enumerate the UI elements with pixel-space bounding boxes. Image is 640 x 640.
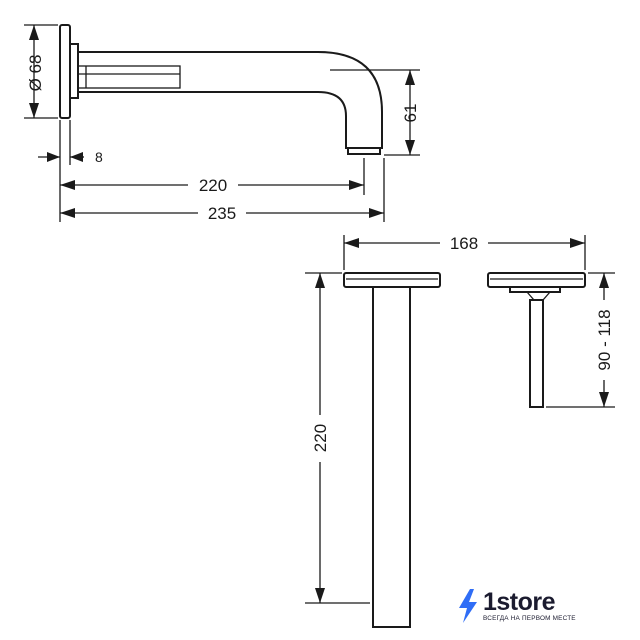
dim-spout-height: 61 [401,70,420,155]
spout-height-label: 61 [401,104,420,123]
dim-body-length: 220 [311,273,330,603]
dim-cover-width: 168 [344,234,585,253]
body-length-label: 220 [311,424,330,452]
dim-install-depth: 90 - 118 [546,272,615,408]
cover-plate-left [343,272,441,288]
spout-outer [78,51,383,149]
logo-tagline: ВСЕГДА НА ПЕРВОМ МЕСТЕ [483,615,576,622]
dim-flange-thickness: 8 [38,149,103,165]
extension-lines-top [24,24,420,222]
cover-width-label: 168 [450,234,478,253]
stem-mount [509,287,561,293]
extension-lines-bottom [305,235,586,604]
dim-overall-projection: 235 [60,204,384,223]
spout-side-view [59,24,383,155]
dim-spout-projection: 220 [60,176,364,195]
dim-flange-diameter: Ø 68 [26,25,45,118]
flange-collar [70,43,79,99]
cover-stem-view [487,272,586,408]
spout-projection-label: 220 [199,176,227,195]
mounting-tube-detail [78,66,180,88]
spout-aerator [347,148,381,155]
stem [529,299,544,408]
flange-diameter-label: Ø 68 [26,55,45,92]
logo-name: 1store [483,588,556,616]
overall-projection-label: 235 [208,204,236,223]
wall-flange [59,24,71,119]
body-tube [372,286,411,628]
cover-plate-right [487,272,586,288]
store-logo: 1store ВСЕГДА НА ПЕРВОМ МЕСТЕ [456,588,606,628]
mounting-tube [77,65,181,89]
install-depth-label: 90 - 118 [595,309,614,370]
cover-body-view [343,272,441,628]
flange-thickness-label: 8 [95,149,103,165]
lightning-bolt-icon [459,589,477,623]
